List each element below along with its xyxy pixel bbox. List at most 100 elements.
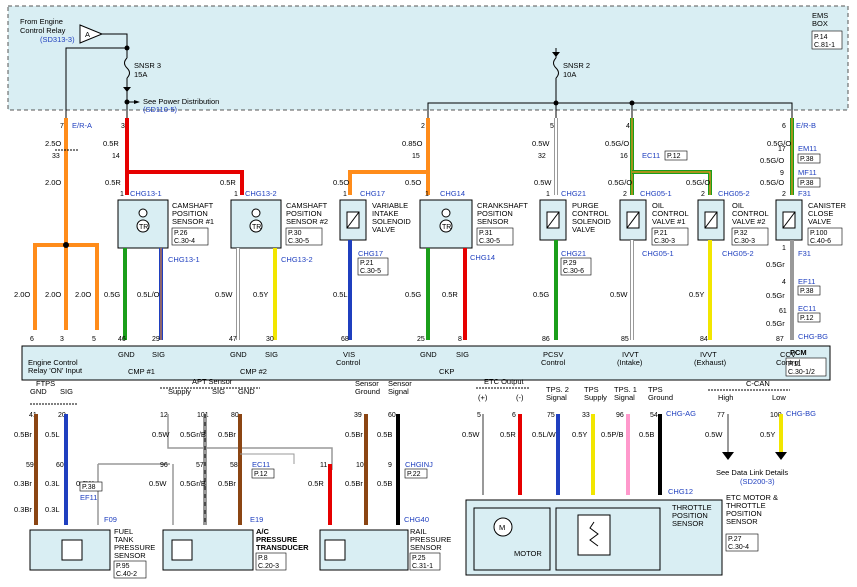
ems-page: P.14 [814, 34, 828, 41]
wire-label: 0.5G [405, 290, 421, 299]
conn-label[interactable]: CHG13-2 [245, 189, 277, 198]
relay-title-2: Control Relay [20, 26, 66, 35]
pcm-group-label: Supply [584, 393, 607, 402]
sensor-ocv2 [697, 199, 725, 241]
pcm-pin-label: 75 [547, 412, 555, 419]
pin-label: 9 [388, 462, 392, 469]
sensor-page: P.32 [734, 230, 748, 237]
relay-ref[interactable]: (SD313-3) [40, 35, 75, 44]
conn-label[interactable]: CHG14 [440, 189, 465, 198]
conn-label[interactable]: E19 [250, 515, 263, 524]
conn-f31[interactable]: F31 [798, 189, 811, 198]
wire-label: 2.0O [75, 290, 91, 299]
pcm-group-label: Ground [648, 393, 673, 402]
fuse-snsr3-amp: 15A [134, 70, 147, 79]
wire-orange-vis [348, 170, 428, 195]
ref-page: P.25 [412, 555, 426, 562]
conn-label[interactable]: CHG-AG [666, 409, 696, 418]
pcm-group-label: ETC Output [484, 377, 525, 386]
wire-label: 0.5O [405, 178, 421, 187]
ref-page: P.22 [407, 471, 421, 478]
sensor-name: SENSOR [477, 217, 509, 226]
sensor-page: P.30 [288, 230, 302, 237]
conn-era[interactable]: E/R-A [72, 121, 92, 130]
wire-label: 0.5P/B [601, 430, 624, 439]
conn-ec11[interactable]: EC11 [252, 460, 270, 469]
wire-label: 0.5R [500, 430, 516, 439]
sensor-conn: C.30-3 [734, 238, 755, 245]
pcm-group-label: (-) [516, 393, 524, 402]
wire-label: 0.5G/O [767, 139, 791, 148]
pin-label: 16 [620, 153, 628, 160]
pin-label: 11 [320, 462, 327, 469]
conn-label[interactable]: CHG17 [358, 249, 383, 258]
pcm-pin-label: 80 [231, 412, 239, 419]
sensor-name: CONTROL [732, 209, 769, 218]
wire-label: 0.5Gr [766, 291, 785, 300]
conn-ef11[interactable]: EF11 [798, 277, 815, 286]
sensor-name: POSITION [477, 209, 513, 218]
sensor-name: CRANKSHAFT [477, 201, 528, 210]
conn-label[interactable]: CHG13-2 [281, 255, 313, 264]
wire-label: 0.5L [45, 430, 60, 439]
pcm-group-label: GND [30, 387, 47, 396]
conn-label[interactable]: CHG05-2 [718, 189, 750, 198]
conn-label[interactable]: CHG40 [404, 515, 429, 524]
pot-icon [577, 514, 611, 556]
conn-chg-bg[interactable]: CHG-BG [798, 332, 828, 341]
conn-erb[interactable]: E/R-B [796, 121, 816, 130]
conn-label[interactable]: EF11 [80, 493, 97, 502]
ref-page: P.38 [800, 156, 814, 163]
conn-label[interactable]: CHG05-2 [722, 249, 754, 258]
pin-label: 60 [56, 462, 64, 469]
pcm-pin-label: 30 [266, 336, 274, 343]
wire-label: 0.5G/O [605, 139, 629, 148]
component-name: THROTTLE [672, 503, 712, 512]
component-name: A/C [256, 527, 270, 536]
wire-label: 0.5Br [218, 479, 236, 488]
conn-label[interactable]: CHG13-1 [130, 189, 162, 198]
arrow-down-icon [775, 452, 787, 460]
component-name: SENSOR [410, 543, 442, 552]
conn-ec11[interactable]: EC11 [642, 151, 660, 160]
conn-label[interactable]: CHG21 [561, 249, 586, 258]
conn-label[interactable]: F09 [104, 515, 117, 524]
conn-f31[interactable]: F31 [798, 249, 811, 258]
sensor-ckp: TR [419, 199, 473, 249]
wire-label: 0.3Br [14, 479, 32, 488]
sensor-page: P.21 [360, 260, 374, 267]
conn-label[interactable]: CHG21 [561, 189, 586, 198]
conn-label[interactable]: CHG17 [360, 189, 385, 198]
arrow-down-icon [552, 52, 560, 57]
conn-label[interactable]: CHG05-1 [642, 249, 674, 258]
conn-label[interactable]: CHG05-1 [640, 189, 672, 198]
pin-label: 5 [550, 123, 554, 130]
data-link-ref[interactable]: (SD200-3) [740, 477, 775, 486]
conn-label[interactable]: CHG13-1 [168, 255, 200, 264]
pcm-group-label: CKP [439, 367, 454, 376]
conn-mf11[interactable]: MF11 [798, 168, 817, 177]
wire-label: 0.5L/W [532, 430, 557, 439]
wire-label: 0.5Y [253, 290, 268, 299]
pcm-group-label: VIS [343, 350, 355, 359]
conn-label[interactable]: CHG12 [668, 487, 693, 496]
pcm-group-label: (+) [478, 393, 488, 402]
conn-ec11[interactable]: EC11 [798, 304, 816, 313]
conn-label[interactable]: CHGINJ [405, 460, 433, 469]
wire-label: 0.5W [149, 479, 167, 488]
sensor-name: VALVE [572, 225, 595, 234]
sensor-name: CONTROL [572, 209, 609, 218]
pcm-pin-label: 41 [29, 412, 37, 419]
conn-em11[interactable]: EM11 [798, 144, 817, 153]
pcm-group-label: Signal [388, 387, 409, 396]
pcm-group-label: SIG [152, 350, 165, 359]
component-name: TANK [114, 535, 133, 544]
component-name: RAIL [410, 527, 427, 536]
pcm-group-label: FTPS [36, 379, 55, 388]
pcm-pin-label: 3 [60, 336, 64, 343]
conn-label[interactable]: CHG-BG [786, 409, 816, 418]
conn-label[interactable]: CHG14 [470, 253, 495, 262]
power-dist-ref[interactable]: (SD110-5) [143, 105, 178, 114]
wire-label: 0.5W [610, 290, 628, 299]
